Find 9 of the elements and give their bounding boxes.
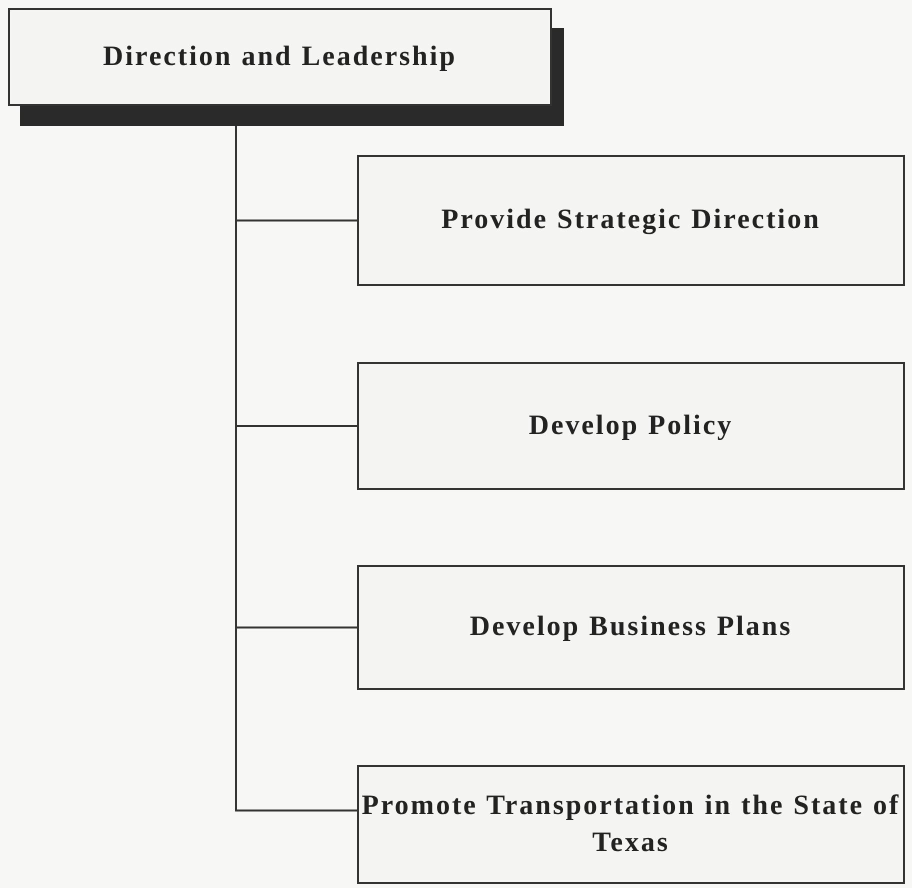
function-box	[357, 765, 905, 884]
box-label: Promote Transportation in the State of Texas	[360, 789, 902, 860]
box-label: Develop Policy	[528, 408, 734, 443]
box-label: Provide Strategic Direction	[441, 203, 821, 238]
function-box	[357, 565, 905, 690]
box-label: Develop Business Plans	[470, 610, 792, 644]
function-box	[357, 362, 905, 490]
box-label: Direction and Leadership	[103, 40, 457, 74]
function-box	[357, 155, 905, 286]
